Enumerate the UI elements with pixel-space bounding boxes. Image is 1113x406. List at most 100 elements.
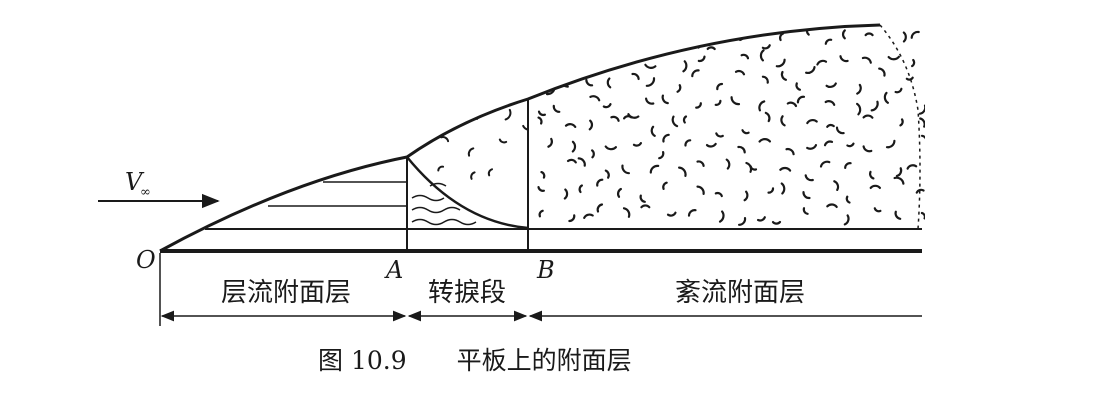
turbulence-mark bbox=[780, 115, 786, 127]
turbulence-mark bbox=[627, 113, 640, 119]
turbulence-mark bbox=[870, 100, 879, 112]
turbulence-mark bbox=[771, 220, 782, 225]
turbulence-mark bbox=[504, 108, 512, 121]
turbulence-mark bbox=[538, 209, 544, 218]
turbulence-mark bbox=[696, 160, 705, 167]
turbulence-mark bbox=[839, 55, 849, 63]
turbulence-mark bbox=[662, 133, 670, 143]
turbulence-mark bbox=[498, 138, 508, 144]
turbulence-mark bbox=[734, 69, 746, 76]
turbulence-mark bbox=[649, 164, 660, 174]
turbulence-mark bbox=[706, 46, 716, 51]
transition-wavy-lines bbox=[411, 182, 477, 226]
turbulence-mark bbox=[856, 102, 862, 116]
turbulence-mark bbox=[804, 174, 814, 182]
turbulence-mark bbox=[902, 31, 907, 43]
turbulence-mark bbox=[440, 136, 450, 143]
turbulence-mark bbox=[740, 53, 750, 60]
turbulence-mark bbox=[604, 145, 617, 151]
laminar-streamlines bbox=[210, 181, 407, 230]
turbulence-mark bbox=[920, 134, 925, 143]
turbulence-mark bbox=[749, 165, 758, 171]
turbulence-mark bbox=[682, 115, 688, 124]
turbulence-mark bbox=[671, 115, 679, 128]
turbulence-mark bbox=[775, 58, 786, 68]
turbulence-mark bbox=[761, 44, 771, 50]
turbulence-mark bbox=[696, 185, 705, 195]
turbulence-mark bbox=[566, 158, 577, 164]
turbulence-mark bbox=[616, 187, 622, 198]
turbulence-mark bbox=[666, 211, 677, 217]
turbulence-mark bbox=[622, 207, 631, 218]
turbulence-mark bbox=[697, 55, 706, 63]
turbulence-mark bbox=[676, 84, 682, 93]
turbulence-mark bbox=[779, 32, 785, 42]
turbulence-mark bbox=[602, 103, 612, 109]
turbulence-mark bbox=[662, 181, 668, 190]
turbulence-mark bbox=[758, 138, 771, 143]
turbulence-mark bbox=[805, 66, 816, 75]
turbulence-mark bbox=[640, 204, 651, 209]
turbulence-mark bbox=[795, 82, 801, 91]
turbulence-mark bbox=[715, 132, 724, 138]
turbulence-mark bbox=[650, 125, 656, 137]
turbulence-mark bbox=[785, 147, 795, 156]
turbulence-mark bbox=[605, 27, 610, 40]
turbulent-texture bbox=[528, 25, 925, 226]
turbulence-mark bbox=[738, 217, 747, 226]
turbulence-mark bbox=[824, 100, 836, 106]
turbulence-mark bbox=[737, 145, 746, 154]
turbulence-mark bbox=[759, 49, 765, 62]
turbulence-mark bbox=[730, 96, 741, 106]
turbulent-region-label: 紊流附面层 bbox=[675, 278, 805, 308]
turbulence-mark bbox=[883, 91, 889, 104]
turbulence-mark bbox=[802, 207, 809, 215]
turbulence-mark bbox=[779, 166, 792, 172]
turbulence-mark bbox=[586, 31, 597, 38]
turbulence-mark bbox=[802, 191, 811, 200]
turbulence-mark bbox=[584, 68, 597, 74]
turbulence-mark bbox=[764, 111, 771, 123]
turbulence-mark bbox=[835, 126, 845, 135]
turbulence-mark bbox=[675, 33, 687, 39]
turbulence-mark bbox=[652, 44, 664, 50]
turbulence-mark bbox=[563, 188, 569, 200]
turbulence-mark bbox=[596, 178, 604, 187]
turbulence-mark bbox=[552, 104, 561, 113]
turbulence-mark bbox=[757, 216, 766, 222]
turbulence-mark bbox=[441, 116, 448, 123]
turbulence-mark bbox=[743, 190, 749, 202]
turbulence-mark bbox=[639, 194, 646, 203]
turbulence-mark bbox=[537, 186, 545, 192]
turbulence-mark bbox=[862, 145, 873, 153]
transition-curve bbox=[406, 156, 529, 230]
origin-label: O bbox=[136, 246, 156, 274]
turbulence-mark bbox=[844, 162, 852, 169]
turbulence-mark bbox=[684, 139, 692, 147]
turbulence-mark bbox=[895, 167, 903, 178]
turbulence-mark bbox=[873, 207, 882, 213]
turbulence-mark bbox=[910, 30, 920, 39]
turbulence-mark bbox=[558, 53, 564, 63]
turbulence-mark bbox=[714, 191, 723, 198]
turbulence-mark bbox=[568, 214, 576, 223]
turbulence-mark bbox=[862, 114, 874, 119]
turbulence-mark bbox=[571, 140, 577, 153]
turbulence-mark bbox=[887, 55, 900, 61]
turbulence-mark bbox=[591, 149, 595, 159]
turbulence-mark bbox=[596, 203, 604, 213]
turbulence-mark bbox=[806, 144, 818, 150]
velocity-subscript: ∞ bbox=[140, 185, 151, 200]
turbulence-mark bbox=[547, 137, 553, 148]
turbulence-mark bbox=[885, 139, 896, 149]
turbulence-mark bbox=[658, 151, 665, 160]
turbulence-mark bbox=[487, 168, 493, 177]
turbulence-mark bbox=[796, 95, 806, 104]
turbulence-mark bbox=[915, 188, 925, 194]
turbulence-mark bbox=[631, 72, 640, 81]
turbulence-mark bbox=[816, 59, 828, 66]
turbulence-mark bbox=[583, 213, 594, 219]
turbulence-mark bbox=[826, 123, 835, 128]
turbulence-mark bbox=[758, 100, 766, 112]
turbulence-mark bbox=[869, 170, 875, 180]
